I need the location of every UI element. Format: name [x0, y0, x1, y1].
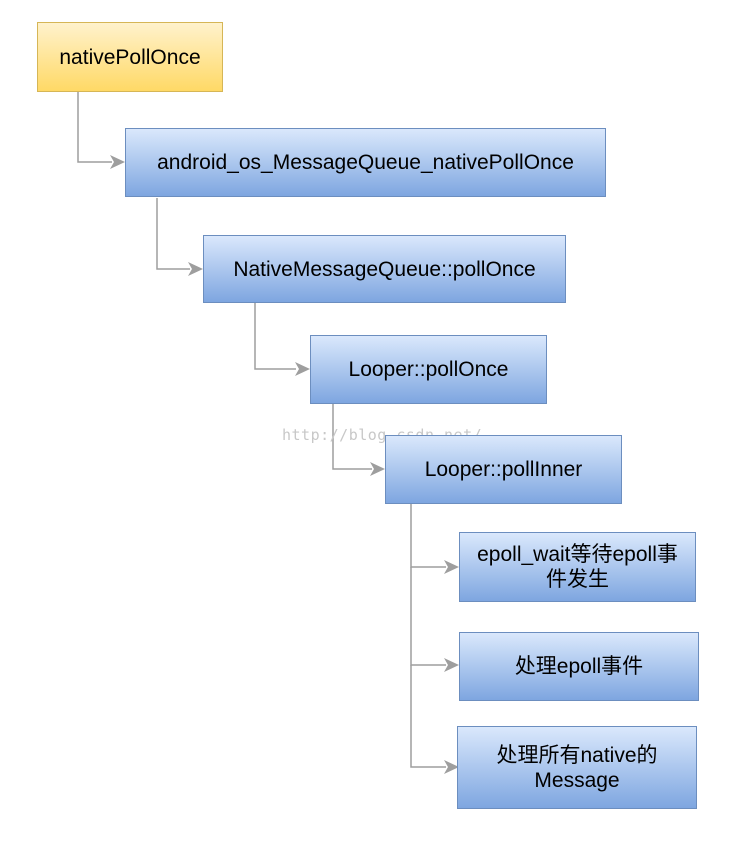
connector-android-to-nativemq: [156, 198, 190, 270]
arrowhead-nativemq: [188, 262, 203, 276]
node-looper-poll-once-label: Looper::pollOnce: [348, 358, 509, 381]
connector-pollinner-to-epollwait: [410, 504, 446, 568]
arrowhead-epollhandle: [444, 658, 459, 672]
connector-nativemq-to-looper: [254, 303, 296, 370]
arrowhead-looper: [295, 362, 310, 376]
node-handle-native-message-label: 处理所有native的Message: [496, 743, 658, 792]
arrowhead-android: [110, 155, 125, 169]
node-handle-epoll-event: 处理epoll事件: [459, 632, 699, 701]
node-native-message-queue-poll-once: NativeMessageQueue::pollOnce: [203, 235, 566, 303]
node-handle-epoll-event-label: 处理epoll事件: [514, 655, 644, 678]
node-epoll-wait-label: epoll_wait等待epoll事件发生: [477, 543, 678, 591]
node-handle-native-message: 处理所有native的Message: [457, 726, 697, 809]
connector-native-to-android: [77, 92, 112, 163]
node-native-poll-once-label: nativePollOnce: [59, 45, 201, 69]
node-looper-poll-inner-label: Looper::pollInner: [424, 458, 583, 481]
node-epoll-wait: epoll_wait等待epoll事件发生: [459, 532, 696, 602]
connector-pollinner-to-nativemsg: [410, 665, 446, 768]
arrowhead-nativemsg: [444, 760, 459, 774]
node-native-message-queue-label: NativeMessageQueue::pollOnce: [233, 257, 536, 281]
arrowhead-epollwait: [444, 560, 459, 574]
node-android-os-message-queue: android_os_MessageQueue_nativePollOnce: [125, 128, 606, 197]
node-looper-poll-once: Looper::pollOnce: [310, 335, 547, 404]
connector-pollinner-to-epollhandle: [410, 567, 446, 666]
node-native-poll-once: nativePollOnce: [37, 22, 223, 92]
arrowhead-pollinner: [370, 462, 385, 476]
connector-looper-to-pollinner: [332, 404, 372, 470]
node-android-os-message-queue-label: android_os_MessageQueue_nativePollOnce: [157, 151, 574, 174]
node-looper-poll-inner: Looper::pollInner: [385, 435, 622, 504]
